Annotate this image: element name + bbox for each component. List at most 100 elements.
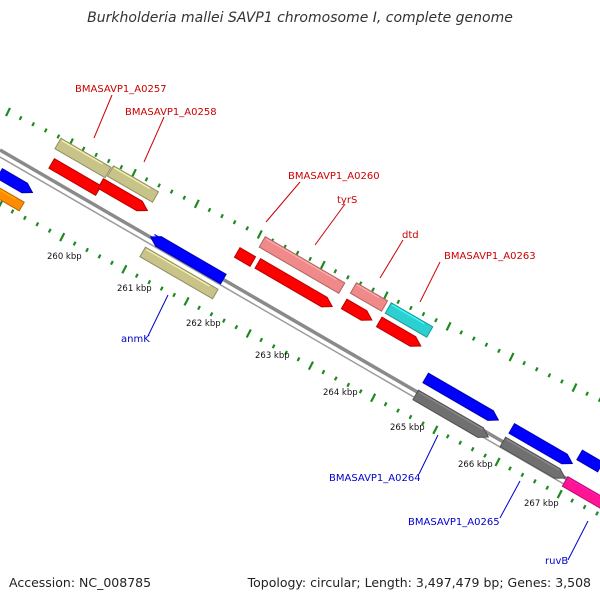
- tick-dot: [458, 440, 463, 446]
- tick-dot: [284, 350, 288, 356]
- gene-body: [48, 158, 102, 196]
- label-BMASAVP1_A0258: BMASAVP1_A0258: [125, 107, 217, 118]
- gene-highlight: [0, 186, 16, 200]
- tick-dot: [371, 287, 375, 292]
- tick-dot: [520, 472, 525, 478]
- tick-dot: [119, 164, 124, 170]
- gene-red-e: [375, 316, 422, 347]
- tick-dot: [245, 329, 252, 339]
- tick-dot: [10, 209, 15, 214]
- tick-label: 265 kbp: [390, 423, 425, 433]
- tick-dot: [556, 489, 563, 499]
- tick-dot: [532, 479, 537, 484]
- gene-body: [139, 246, 219, 300]
- tick-dot: [18, 115, 23, 121]
- tick-dot: [207, 207, 212, 213]
- gene-highlight: [515, 425, 567, 457]
- tick-dot: [560, 379, 564, 384]
- gene-body: [375, 316, 422, 347]
- map-title: Burkholderia mallei SAVP1 chromosome I, …: [87, 10, 513, 26]
- gene-body: [149, 236, 227, 285]
- tick-dot: [408, 414, 413, 420]
- gene-BMASAVP1_A0260: [254, 257, 334, 308]
- gene-dtd: [349, 282, 389, 312]
- label-tyrS: tyrS: [337, 195, 357, 206]
- tick-dot: [396, 299, 401, 305]
- gene-body: [576, 449, 600, 473]
- tick-dot: [420, 421, 425, 426]
- gene-highlight: [104, 180, 142, 204]
- leader-line: [379, 239, 404, 279]
- tick-dot: [497, 348, 501, 354]
- tick-dot: [232, 219, 237, 225]
- tick-dot: [209, 311, 214, 317]
- gene-highlight: [114, 167, 151, 190]
- lower-tick-row: [0, 200, 599, 516]
- tick-label: 263 kbp: [255, 351, 290, 361]
- gene-red-c: [233, 247, 257, 267]
- gene-body: [340, 298, 373, 321]
- tick-dot: [445, 434, 450, 439]
- gene-ruvB: [561, 476, 600, 510]
- label-dtd: dtd: [402, 230, 419, 241]
- leader-line: [419, 261, 441, 303]
- topology-text: Topology: circular; Length: 3,497,479 bp…: [247, 575, 591, 590]
- tick-label: 261 kbp: [117, 284, 152, 294]
- leader-line: [265, 181, 301, 223]
- gene-body: [499, 436, 566, 479]
- genes: [0, 137, 600, 510]
- tick-dot: [508, 466, 512, 471]
- leader-line: [147, 294, 169, 337]
- gene-highlight: [419, 391, 483, 430]
- gene-highlight: [55, 160, 93, 184]
- tick-dot: [471, 336, 476, 341]
- tick-label: 267 kbp: [524, 499, 559, 509]
- tick-dot: [358, 389, 363, 394]
- tick-dot: [43, 128, 48, 133]
- gene-BMASAVP1_A0265: [499, 436, 566, 479]
- gene-BMASAVP1_A0263: [384, 302, 434, 338]
- gene-body: [258, 236, 346, 294]
- gene-highlight: [240, 249, 251, 256]
- gene-blue-edge-right: [576, 449, 600, 473]
- gene-red-b: [97, 178, 149, 212]
- tick-dot: [570, 498, 575, 503]
- tick-dot: [333, 376, 338, 381]
- gene-body: [0, 184, 25, 212]
- tick-dot: [234, 324, 239, 330]
- leader-line: [93, 94, 113, 139]
- tick-dot: [144, 177, 149, 182]
- tick-dot: [346, 382, 351, 388]
- gene-body: [412, 389, 490, 438]
- gene-highlight: [61, 140, 103, 165]
- tick-dot: [147, 279, 152, 285]
- tick-dot: [408, 305, 413, 311]
- tick-dot: [169, 189, 174, 194]
- tick-dot: [432, 425, 439, 435]
- gene-body: [422, 372, 500, 421]
- label-BMASAVP1_A0263: BMASAVP1_A0263: [444, 251, 536, 262]
- tick-dot: [121, 264, 128, 274]
- gene-highlight: [429, 374, 493, 413]
- label-leaders: [93, 94, 589, 561]
- leader-line: [314, 203, 346, 246]
- gene-body: [106, 165, 160, 203]
- tick-dot: [81, 146, 86, 152]
- leader-line: [567, 520, 589, 561]
- tick-dot: [595, 511, 599, 516]
- gene-highlight: [261, 260, 327, 300]
- tick-label: 260 kbp: [47, 252, 82, 262]
- tick-dot: [256, 229, 263, 240]
- tick-dot: [94, 152, 98, 158]
- tick-dot: [182, 195, 187, 201]
- tick-dot: [582, 504, 587, 510]
- gene-body: [349, 282, 389, 312]
- tick-label: 266 kbp: [458, 460, 493, 470]
- tick-dot: [31, 121, 36, 127]
- gene-blue-right: [422, 372, 500, 421]
- tick-dot: [159, 286, 164, 291]
- tick-label: 264 kbp: [323, 388, 358, 398]
- tick-dot: [106, 158, 111, 164]
- tick-dot: [421, 311, 426, 317]
